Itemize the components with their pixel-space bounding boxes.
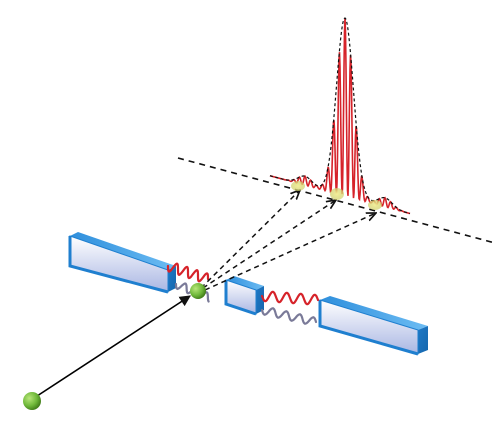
detection-spot-3: [368, 200, 382, 210]
interference-profile: [269, 17, 411, 215]
dashed-arrow-2: [202, 200, 336, 289]
wave-left-red: [166, 262, 210, 283]
detection-spot-2: [330, 188, 344, 200]
interaction-particle: [190, 283, 206, 299]
dashed-arrow-1: [200, 190, 300, 289]
right-block: [318, 296, 428, 356]
profile-envelope: [269, 17, 411, 215]
center-block: [224, 276, 264, 316]
wave-center-red: [260, 290, 320, 306]
detection-spot-1: [291, 181, 305, 191]
incoming-arrow: [33, 295, 191, 399]
dashed-arrow-3: [204, 213, 376, 291]
profile-fringes: [269, 17, 411, 215]
left-block: [68, 232, 176, 294]
wave-center-gray: [260, 307, 318, 325]
source-particle: [23, 392, 41, 410]
